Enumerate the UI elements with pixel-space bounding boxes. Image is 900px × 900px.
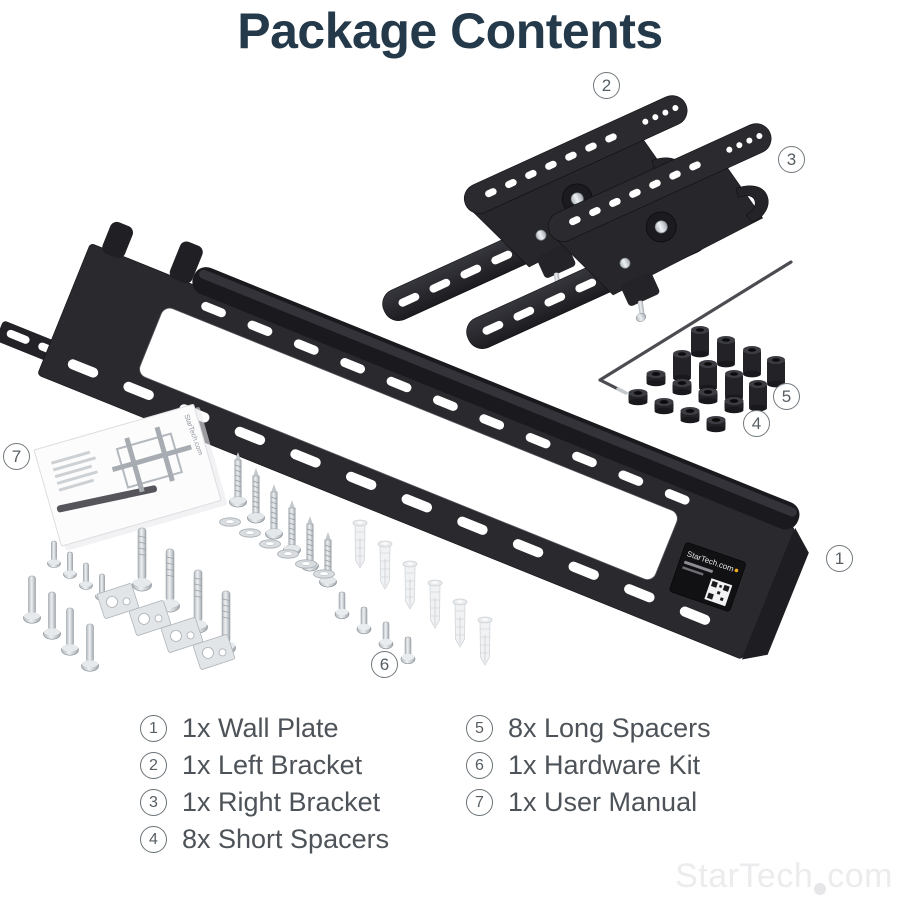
watermark-brand: StarTech: [675, 857, 814, 895]
callout-number: 6: [379, 654, 390, 674]
watermark: StarTech com: [675, 857, 893, 896]
legend-number: 1: [140, 715, 167, 742]
legend-label: 1x User Manual: [508, 787, 698, 817]
callout-number: 4: [751, 413, 762, 433]
logo-dot: [734, 568, 739, 573]
legend-label: 8x Long Spacers: [508, 713, 711, 743]
callout-long-spacers: 5: [773, 383, 800, 410]
legend-number: 2: [140, 752, 167, 779]
legend-item-short-spacers: 4 8x Short Spacers: [140, 821, 389, 858]
legend-column-right: 5 8x Long Spacers 6 1x Hardware Kit 7 1x…: [466, 710, 711, 821]
legend-label: 1x Left Bracket: [182, 750, 363, 780]
medium-bolts: [23, 575, 99, 672]
wall-plate: StarTech.com: [0, 221, 809, 660]
legend-item-user-manual: 7 1x User Manual: [466, 784, 711, 821]
legend-item-left-bracket: 2 1x Left Bracket: [140, 747, 389, 784]
callout-short-spacers: 4: [743, 410, 770, 437]
legend-label: 1x Wall Plate: [182, 713, 339, 743]
manual-diagram: [111, 426, 192, 493]
legend-number: 4: [140, 826, 167, 853]
callout-number: 5: [781, 386, 792, 406]
legend-number: 3: [140, 789, 167, 816]
legend-label: 1x Right Bracket: [182, 787, 381, 817]
watermark-tld: com: [827, 857, 893, 895]
hex-key: [598, 260, 793, 395]
callout-number: 7: [11, 446, 22, 466]
callout-right-bracket: 3: [778, 146, 805, 173]
legend-item-right-bracket: 3 1x Right Bracket: [140, 784, 389, 821]
legend-item-wall-plate: 1 1x Wall Plate: [140, 710, 389, 747]
watermark-dot: [814, 883, 827, 895]
callout-number: 3: [786, 149, 797, 169]
callout-number: 2: [601, 75, 612, 95]
legend-number: 6: [466, 752, 493, 779]
callout-hardware-kit: 6: [371, 651, 398, 678]
user-manual: StarTech.com: [33, 404, 228, 551]
plate-top-slots: [201, 301, 690, 505]
callout-left-bracket: 2: [593, 72, 620, 99]
legend-number: 7: [466, 789, 493, 816]
legend-item-hardware-kit: 6 1x Hardware Kit: [466, 747, 711, 784]
callout-user-manual: 7: [3, 443, 30, 470]
legend-column-left: 1 1x Wall Plate 2 1x Left Bracket 3 1x R…: [140, 710, 389, 858]
legend-item-long-spacers: 5 8x Long Spacers: [466, 710, 711, 747]
small-screws: [47, 540, 109, 601]
callout-number: 1: [834, 548, 845, 568]
callout-wall-plate: 1: [826, 545, 853, 572]
page-title: Package Contents: [237, 3, 663, 59]
legend-number: 5: [466, 715, 493, 742]
legend-label: 1x Hardware Kit: [508, 750, 701, 780]
legend-label: 8x Short Spacers: [182, 824, 390, 854]
